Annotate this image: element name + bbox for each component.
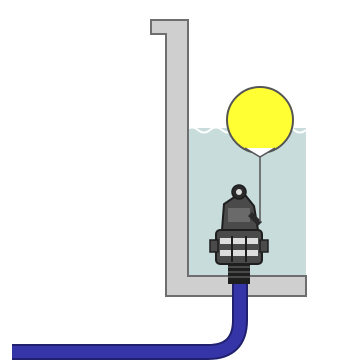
valve-lever [248, 212, 262, 226]
float-bracket [244, 147, 276, 158]
float-ball [226, 86, 294, 154]
pipe-body [12, 282, 246, 358]
inlet-pipe [12, 282, 248, 360]
float-ball-icon [226, 86, 294, 158]
tank-wall [150, 19, 307, 297]
float-valve-icon [209, 184, 269, 284]
valve-lower-body [215, 229, 263, 265]
valve-coupling [228, 262, 250, 284]
